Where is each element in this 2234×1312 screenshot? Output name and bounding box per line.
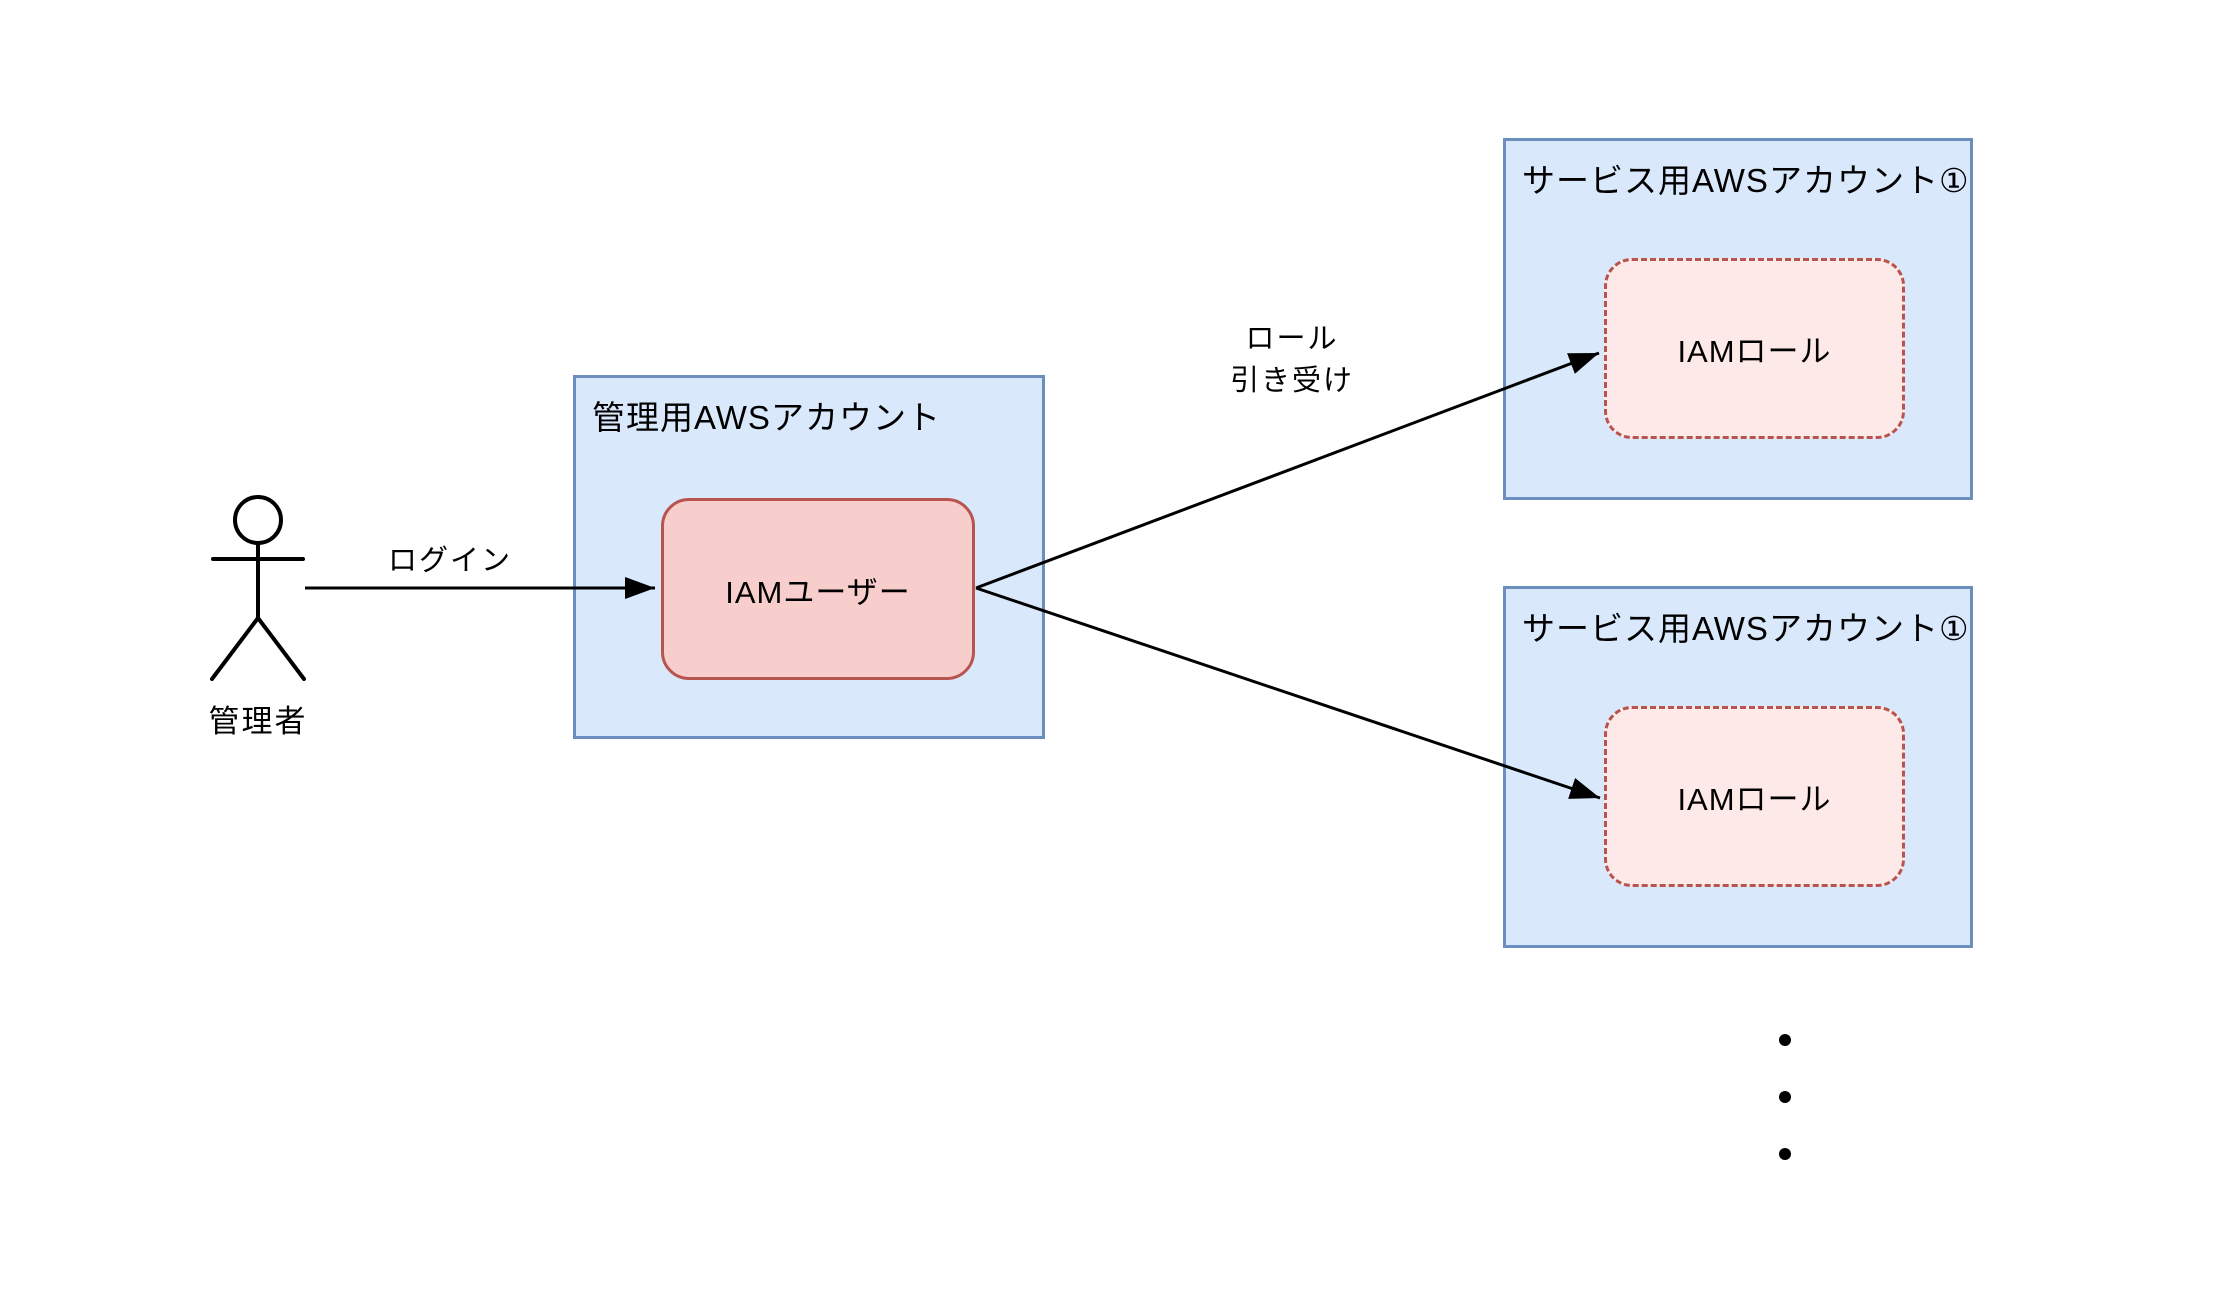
service-account-title-2: サービス用AWSアカウント① bbox=[1522, 610, 1970, 647]
service-account-title-1: サービス用AWSアカウント① bbox=[1522, 162, 1970, 199]
ellipsis-dot bbox=[1779, 1148, 1791, 1160]
actor-head bbox=[233, 495, 283, 545]
actor-stick-figure-icon bbox=[210, 495, 306, 681]
management-account-title: 管理用AWSアカウント bbox=[592, 399, 941, 436]
ellipsis-dot bbox=[1779, 1091, 1791, 1103]
iam-role-label-1: IAMロール bbox=[1677, 334, 1832, 369]
actor-leg-right bbox=[256, 616, 306, 681]
assume-role-label-line2: 引き受け bbox=[1229, 365, 1354, 397]
iam-user-label: IAMユーザー bbox=[725, 574, 911, 610]
assume-role-label-line1: ロール bbox=[1245, 323, 1339, 355]
service-account-box-1: サービス用AWSアカウント① IAMロール bbox=[1503, 138, 1973, 500]
iam-role-label-2: IAMロール bbox=[1677, 782, 1832, 817]
iam-user-node: IAMユーザー bbox=[661, 498, 975, 680]
actor-label: 管理者 bbox=[208, 704, 308, 739]
actor-leg-left bbox=[210, 616, 260, 681]
service-account-box-2: サービス用AWSアカウント① IAMロール bbox=[1503, 586, 1973, 948]
ellipsis-dot bbox=[1779, 1034, 1791, 1046]
iam-role-node-2: IAMロール bbox=[1604, 706, 1905, 887]
iam-role-node-1: IAMロール bbox=[1604, 258, 1905, 439]
more-accounts-ellipsis bbox=[1779, 1034, 1791, 1160]
management-account-box: 管理用AWSアカウント IAMユーザー bbox=[573, 375, 1045, 739]
assume-role-arrow-label: ロール 引き受け bbox=[1192, 318, 1392, 402]
login-arrow-label: ログイン bbox=[387, 545, 512, 577]
